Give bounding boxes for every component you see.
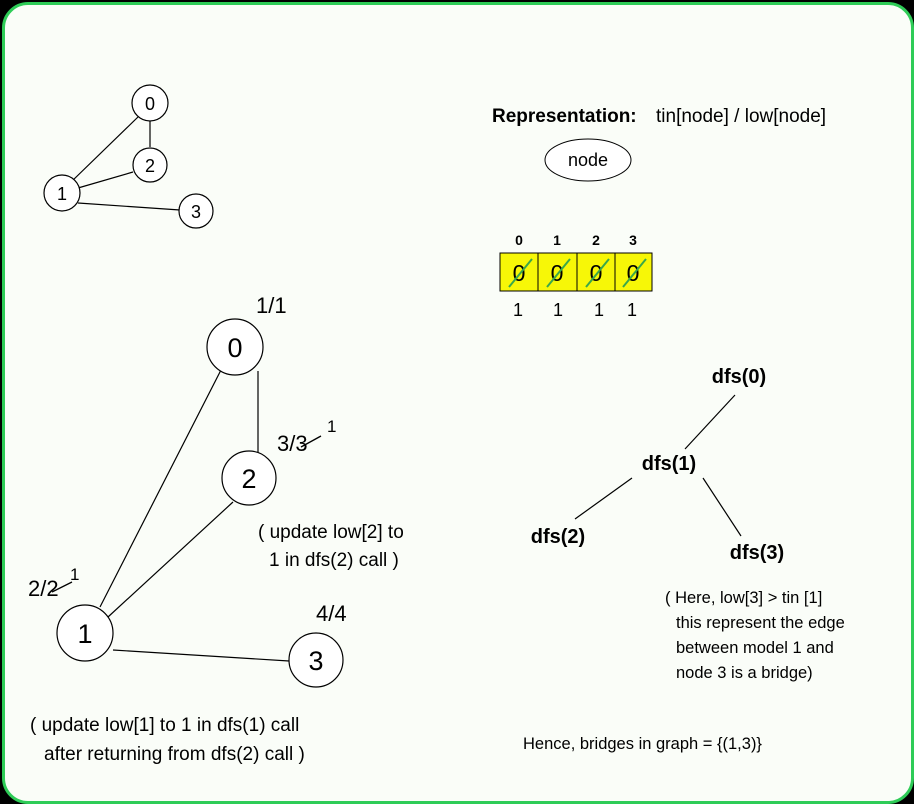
explanation-line4: node 3 is a bridge): [676, 664, 813, 682]
small-node-1: [43, 174, 81, 212]
array-below-1: 1: [553, 300, 563, 320]
small-node-3-label: 3: [191, 202, 201, 222]
tree-edge-1-2: [574, 477, 633, 520]
array-below-3: 1: [627, 300, 637, 320]
array-index-0: 0: [515, 232, 523, 248]
array-strike-1: [546, 258, 571, 288]
diagram-canvas: 0 2 1 3 0 2 1 3 1/1 3/3 1 2/2 1 4/4 ( up…: [28, 84, 845, 765]
tree-edge-1-3: [702, 477, 742, 537]
big-graph: [56, 318, 344, 688]
conclusion-text: Hence, bridges in graph = {(1,3)}: [523, 735, 762, 753]
big-edge-0-1: [99, 367, 223, 608]
big-node-1-tin-low: 2/2: [28, 576, 59, 601]
note-update-low-1-line2: after returning from dfs(2) call ): [44, 744, 305, 765]
big-node-1-low-update: 1: [70, 565, 79, 584]
note-update-low-2-line2: 1 in dfs(2) call ): [269, 550, 399, 571]
small-node-3: [178, 193, 214, 229]
array-value-3: 0: [627, 260, 640, 286]
array-index-3: 3: [629, 232, 637, 248]
big-node-3-tin-low: 4/4: [316, 601, 347, 626]
array-index-1: 1: [553, 232, 561, 248]
tree-node-dfs2: dfs(2): [531, 526, 585, 548]
array-strike-0: [508, 258, 533, 288]
big-node-1-strike: [51, 581, 73, 593]
explanation-line2: this represent the edge: [676, 614, 845, 632]
array-value-1: 0: [551, 260, 564, 286]
big-node-2: [221, 450, 277, 506]
array-below-0: 1: [513, 300, 523, 320]
big-node-0-tin-low: 1/1: [256, 293, 287, 318]
representation-node-label: node: [568, 150, 608, 170]
small-edge-0-1: [69, 115, 140, 184]
small-node-2-label: 2: [145, 156, 155, 176]
small-node-0-label: 0: [145, 94, 155, 114]
tree-edge-0-1: [684, 394, 736, 450]
tree-node-dfs1: dfs(1): [642, 453, 696, 475]
representation-node-ellipse: [544, 138, 632, 182]
big-node-0-label: 0: [227, 333, 242, 363]
big-node-2-low-update: 1: [327, 417, 336, 436]
tree-node-dfs3: dfs(3): [730, 542, 784, 564]
array-value-2: 0: [590, 260, 603, 286]
big-node-2-tin-low: 3/3: [277, 431, 308, 456]
representation-formula: tin[node] / low[node]: [656, 106, 826, 127]
array-table: 0 1 2 3 0 0 0 0 1 1 1 1: [499, 232, 653, 320]
array-below-2: 1: [594, 300, 604, 320]
small-node-1-label: 1: [57, 184, 67, 204]
small-node-2: [132, 147, 168, 183]
representation-label: Representation:: [492, 106, 637, 127]
note-update-low-1-line1: ( update low[1] to 1 in dfs(1) call: [30, 715, 299, 736]
big-node-1: [56, 604, 114, 662]
small-edge-1-3: [77, 202, 181, 211]
explanation-line1: ( Here, low[3] > tin [1]: [665, 589, 822, 607]
array-strike-3: [622, 258, 647, 288]
big-node-2-strike: [300, 435, 322, 448]
note-update-low-2-line1: ( update low[2] to: [258, 522, 404, 543]
small-graph: [43, 84, 214, 229]
array-strike-2: [585, 258, 610, 288]
array-index-2: 2: [592, 232, 600, 248]
explanation-line3: between model 1 and: [676, 639, 834, 657]
small-edge-2-1: [77, 171, 134, 189]
small-node-0: [131, 84, 169, 122]
big-edge-2-1: [107, 501, 234, 618]
big-node-2-label: 2: [241, 464, 256, 494]
array-cell-1: [537, 252, 578, 292]
array-value-0: 0: [513, 260, 526, 286]
big-node-3: [288, 632, 344, 688]
tree-node-dfs0: dfs(0): [712, 366, 766, 388]
big-node-1-label: 1: [77, 619, 92, 649]
dfs-tree: dfs(0) dfs(1) dfs(2) dfs(3): [531, 366, 784, 564]
big-node-3-label: 3: [308, 646, 323, 676]
big-node-0: [206, 318, 264, 376]
big-edge-1-3: [112, 649, 290, 662]
